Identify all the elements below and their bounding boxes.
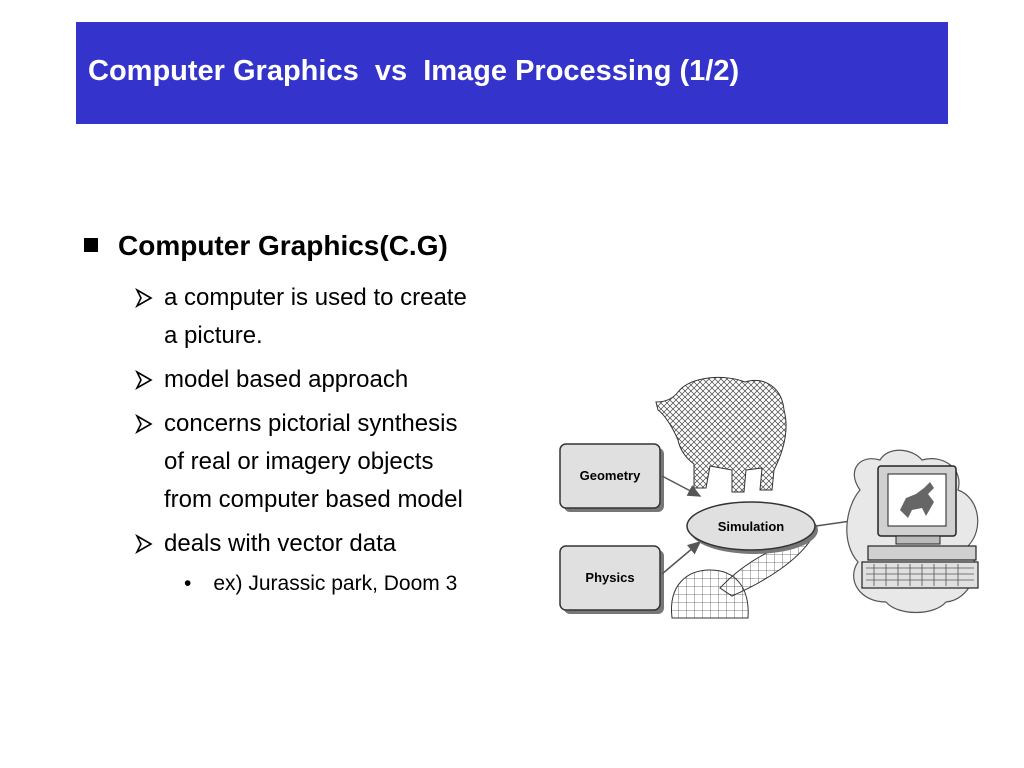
wireframe-elephant-icon [655, 376, 787, 493]
geometry-box: Geometry [559, 443, 664, 512]
list-item: a computer is used to create a picture. [134, 279, 467, 355]
cg-pipeline-diagram: Geometry Physics Simulation [559, 376, 979, 619]
page-title: Computer Graphics vs Image Processing (1… [88, 55, 740, 87]
title-bar: Computer Graphics vs Image Processing (1… [76, 22, 948, 124]
physics-arrow [661, 541, 702, 575]
main-heading: Computer Graphics(C.G) [118, 230, 448, 261]
list-item-line: model based approach [164, 366, 409, 393]
square-bullet-icon [84, 238, 98, 252]
list-item-line: deals with vector data [164, 530, 397, 557]
list-item-line: concerns pictorial synthesis [164, 410, 458, 437]
list-item-line: from computer based model [164, 486, 463, 513]
arrow-bullet-icon [135, 414, 153, 434]
arrow-bullet-icon [135, 370, 153, 390]
list-item: deals with vector data [134, 525, 396, 563]
list-item: model based approach [134, 361, 408, 399]
simulation-label: Simulation [718, 519, 785, 534]
sub-list-item: • ex) Jurassic park, Doom 3 [184, 572, 457, 596]
list-item: concerns pictorial synthesis of real or … [134, 405, 463, 519]
list-item-line: a picture. [164, 322, 263, 349]
arrow-bullet-icon [135, 288, 153, 308]
main-bullet: Computer Graphics(C.G) [84, 230, 448, 262]
geometry-arrow [661, 475, 702, 497]
list-item-line: of real or imagery objects [164, 448, 434, 475]
sub-list-item-text: ex) Jurassic park, Doom 3 [213, 572, 458, 595]
dot-bullet-icon: • [184, 572, 192, 595]
simulation-node: Simulation [686, 501, 818, 554]
physics-label: Physics [585, 570, 634, 585]
list-item-line: a computer is used to create [164, 284, 467, 311]
arrow-bullet-icon [135, 534, 153, 554]
physics-box: Physics [559, 545, 664, 614]
wireframe-dome-icon [671, 537, 813, 619]
computer-dinosaur-icon [846, 449, 979, 613]
geometry-label: Geometry [580, 468, 641, 483]
